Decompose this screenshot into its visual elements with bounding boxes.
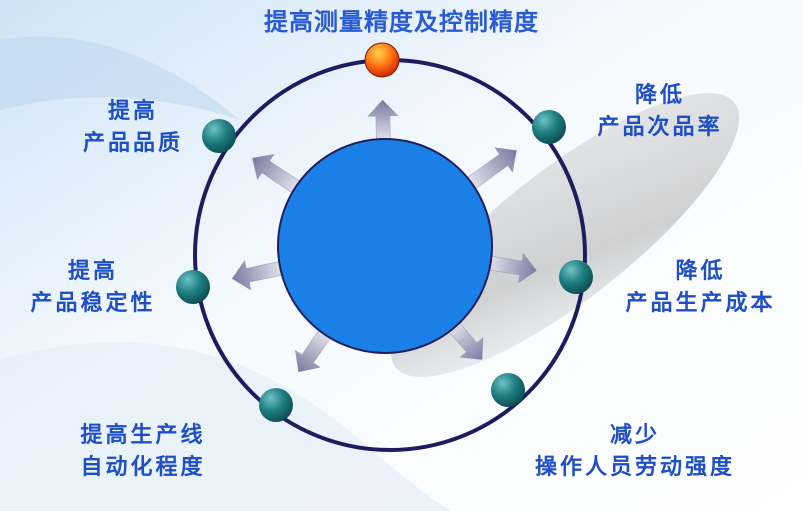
arrows <box>231 99 537 373</box>
node-top-right <box>532 110 566 144</box>
background-swoosh-2 <box>0 36 240 120</box>
node-bottom-left <box>259 388 293 422</box>
diagram-title: 提高测量精度及控制精度 <box>264 8 539 36</box>
node-right <box>559 260 593 294</box>
arrow-top-left <box>252 154 304 196</box>
label-left-line2: 产品稳定性 <box>30 291 156 316</box>
arrow-bottom-right <box>446 319 484 360</box>
label-left-line1: 提高 <box>67 259 118 284</box>
label-right: 降低 产品生产成本 <box>603 256 798 320</box>
label-bottom-left-line1: 提高生产线 <box>80 423 206 448</box>
grey-beam <box>390 93 740 377</box>
background-swoosh <box>0 342 520 511</box>
label-right-line1: 降低 <box>675 259 726 284</box>
arrow-top-right <box>463 147 517 192</box>
top-node <box>364 42 400 78</box>
node-bottom-right <box>491 373 525 407</box>
label-bottom-right: 减少 操作人员劳动强度 <box>500 420 770 484</box>
label-right-line2: 产品生产成本 <box>625 291 776 316</box>
label-bottom-right-line1: 减少 <box>609 423 660 448</box>
label-top-right: 降低 产品次品率 <box>575 80 745 144</box>
label-bottom-left: 提高生产线 自动化程度 <box>58 420 228 484</box>
arrow-bottom-left <box>294 326 333 373</box>
label-top-right-line1: 降低 <box>634 83 685 108</box>
label-top-right-line2: 产品次品率 <box>597 115 723 140</box>
node-top-left <box>202 119 236 153</box>
label-bottom-right-line2: 操作人员劳动强度 <box>534 455 735 480</box>
label-top-left-line2: 产品品质 <box>82 131 183 156</box>
arrow-right <box>485 252 537 284</box>
label-top-left-line1: 提高 <box>107 99 158 124</box>
label-bottom-left-line2: 自动化程度 <box>80 455 206 480</box>
label-top-left: 提高 产品品质 <box>58 96 208 160</box>
label-left: 提高 产品稳定性 <box>8 256 178 320</box>
center-circle <box>277 138 493 354</box>
arrow-left <box>231 260 287 291</box>
node-left <box>176 270 210 304</box>
